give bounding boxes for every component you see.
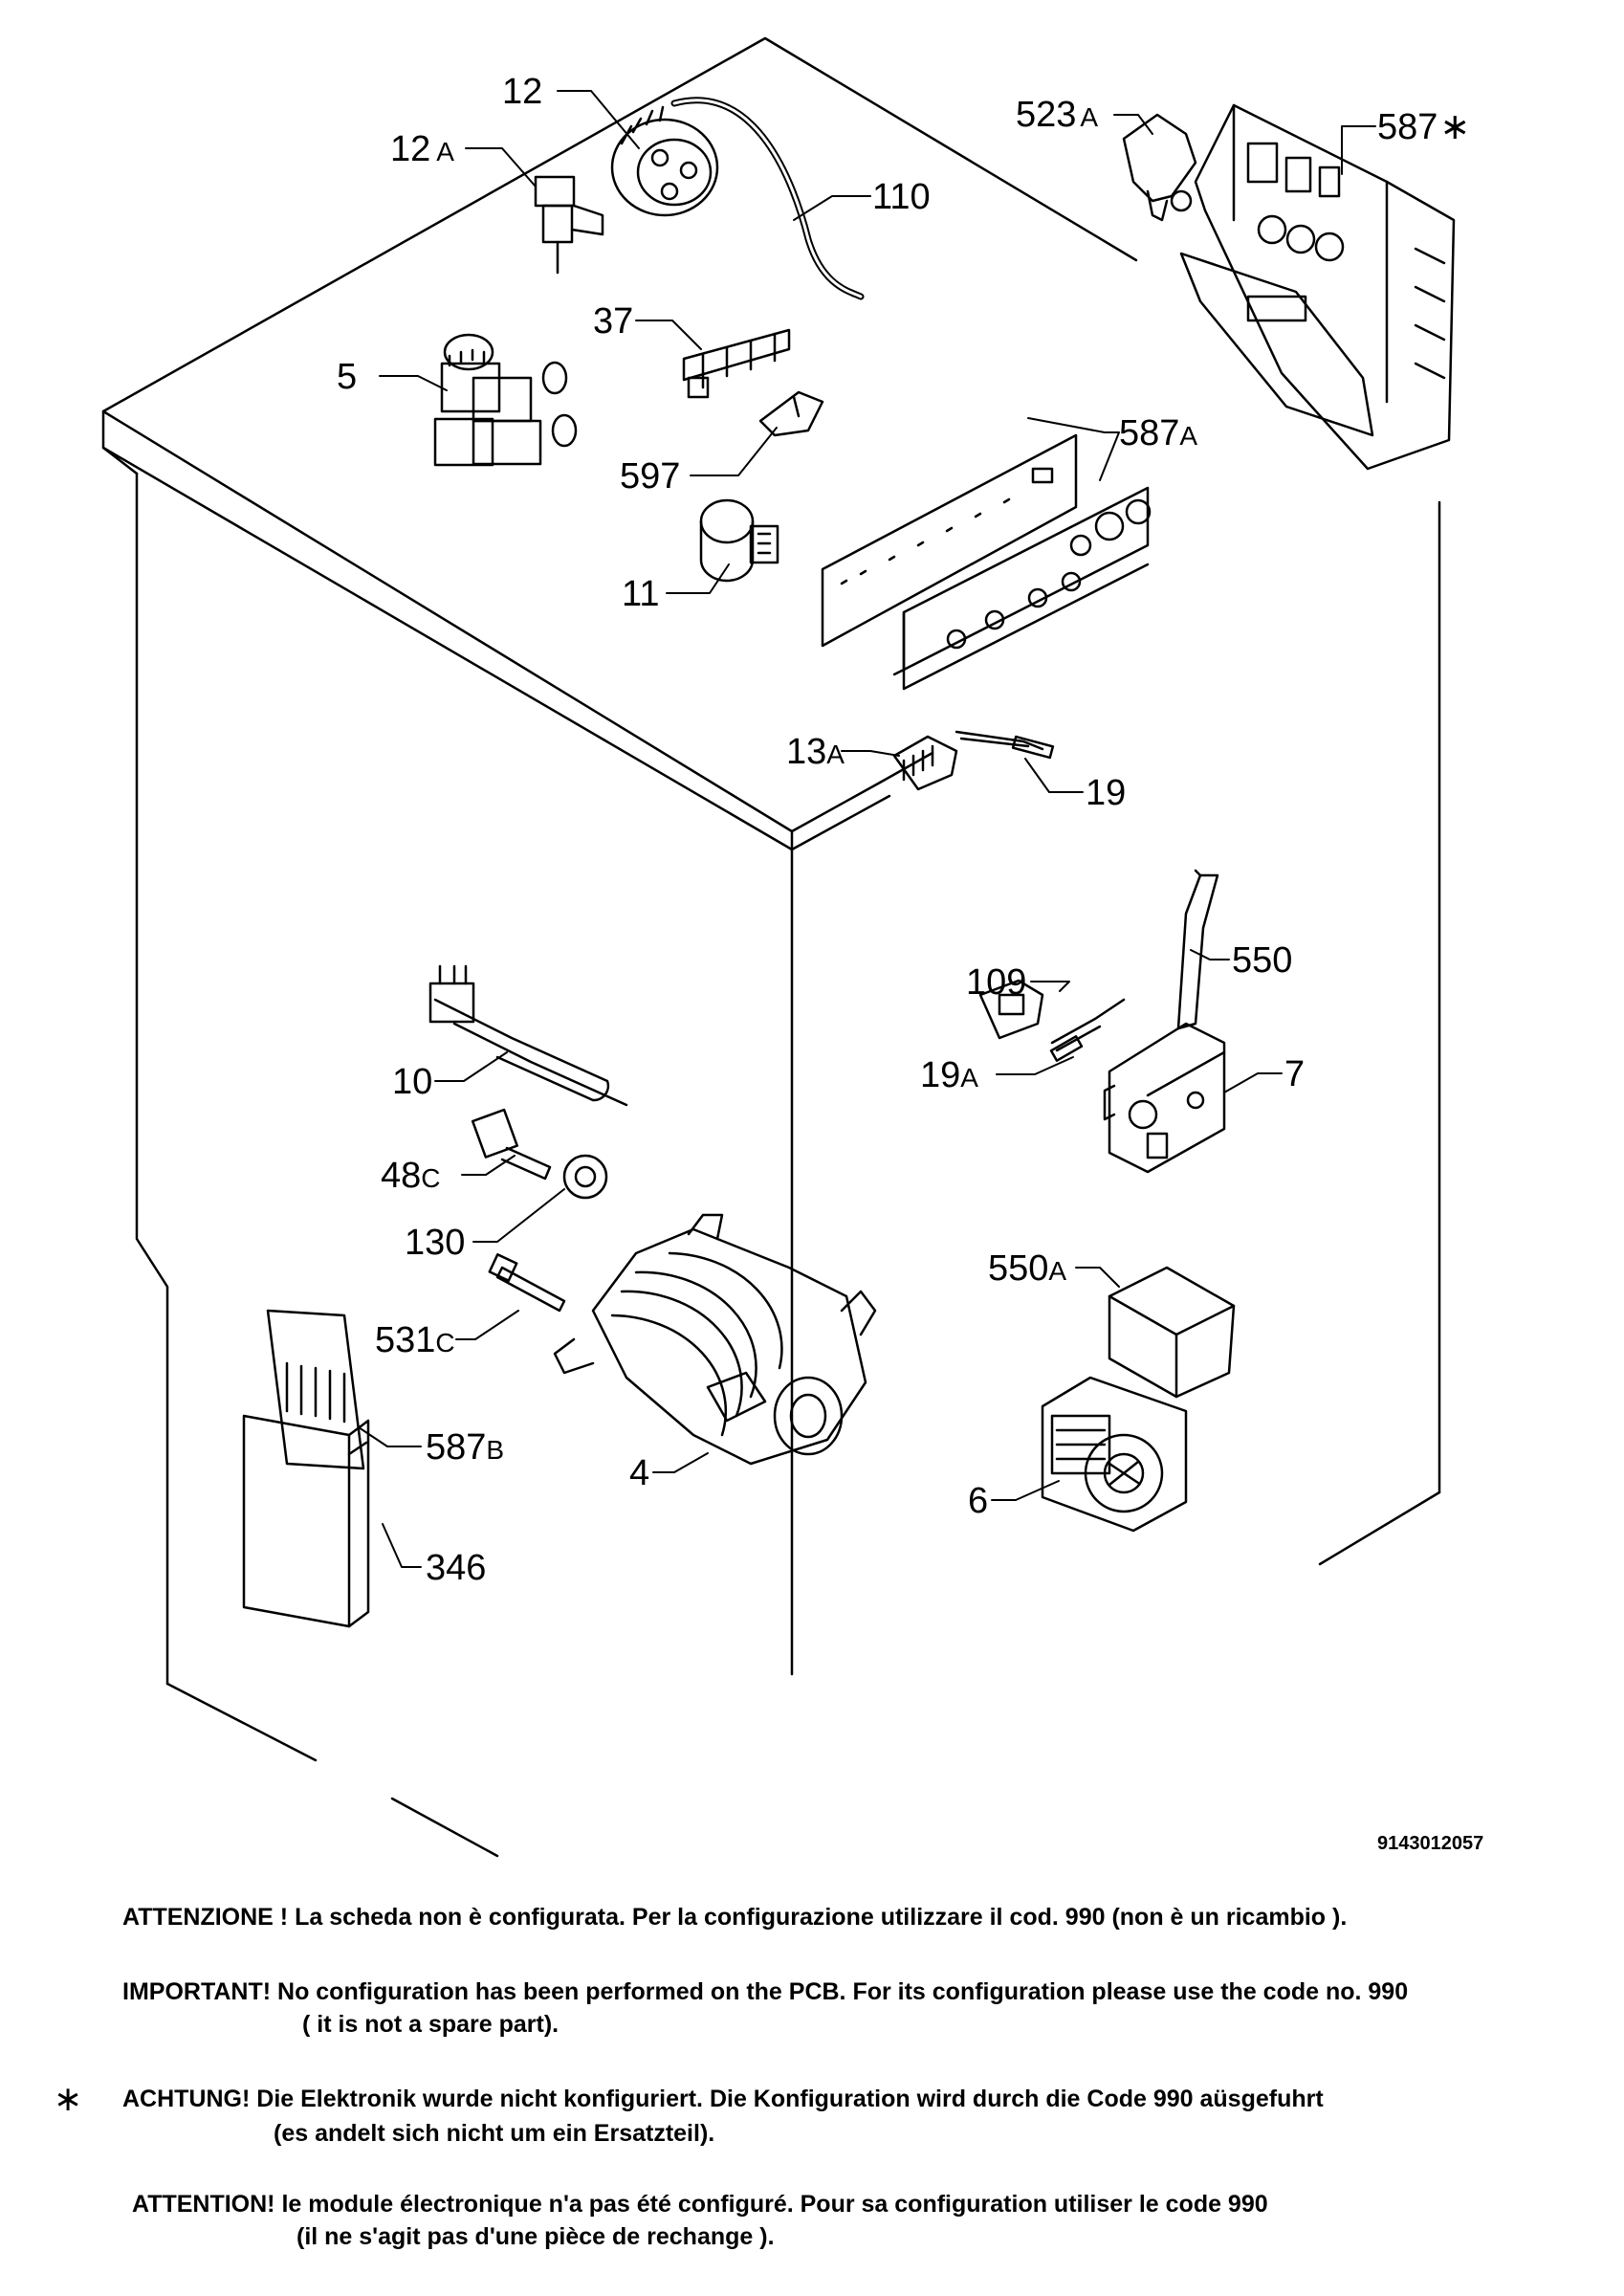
part-13A-connector	[892, 735, 958, 791]
part-12A-switch	[534, 175, 604, 275]
label-part-48C: 48C	[381, 1156, 441, 1196]
label-part-587A: 587A	[1119, 413, 1197, 453]
note-french-line2: (il ne s'agit pas d'une pièce de rechang…	[296, 2223, 775, 2250]
part-6-pump	[1041, 1376, 1188, 1533]
label-part-5: 5	[337, 357, 357, 397]
drawing-number: 9143012057	[1377, 1833, 1484, 1854]
part-346-holder	[242, 1414, 370, 1628]
part-587-pcb	[1179, 103, 1456, 471]
note-french-line1: ATTENTION! le module électronique n'a pa…	[132, 2191, 1268, 2218]
label-part-6: 6	[968, 1481, 988, 1521]
part-587A-control-panel	[821, 433, 1152, 691]
label-part-346: 346	[426, 1548, 486, 1588]
part-550-lever	[1176, 869, 1219, 1030]
label-part-4: 4	[629, 1453, 649, 1493]
asterisk-marker: ∗	[54, 2080, 83, 2119]
part-48C-sensor	[471, 1108, 552, 1181]
label-part-7: 7	[1284, 1054, 1305, 1094]
part-587B-card	[266, 1309, 365, 1470]
note-italian-line1: ATTENZIONE ! La scheda non è configurata…	[122, 1904, 1348, 1931]
cabinet-outline	[101, 36, 1441, 1858]
note-english-line1: IMPORTANT! No configuration has been per…	[122, 1978, 1409, 2005]
label-part-550: 550	[1232, 940, 1292, 981]
part-19A-sensor	[1049, 998, 1126, 1062]
label-part-109: 109	[966, 962, 1026, 1003]
label-part-19A: 19A	[920, 1055, 978, 1095]
part-550A-cover	[1108, 1266, 1236, 1399]
label-part-10: 10	[392, 1062, 432, 1102]
label-part-37: 37	[593, 301, 633, 342]
part-12-pressure-switch	[610, 105, 719, 217]
part-597-clip	[758, 390, 824, 437]
leader-lines	[358, 90, 1376, 1568]
part-523A-knob	[1122, 113, 1197, 222]
part-11-capacitor	[699, 498, 779, 583]
note-german-line1: ACHTUNG! Die Elektronik wurde nicht konf…	[122, 2086, 1324, 2112]
part-531C-bolt	[488, 1253, 566, 1313]
part-37-terminal-block	[682, 328, 791, 399]
label-part-587-star: 587∗	[1377, 107, 1470, 147]
part-10-heater	[428, 964, 628, 1107]
label-part-19: 19	[1086, 773, 1126, 813]
part-7-door-lock	[1103, 1022, 1226, 1174]
label-part-12: 12	[502, 72, 542, 112]
label-part-550A: 550A	[988, 1248, 1066, 1289]
label-part-13A: 13A	[786, 732, 845, 772]
part-110-hose	[670, 97, 865, 300]
part-19-sensor	[955, 730, 1055, 760]
label-part-587B: 587B	[426, 1427, 504, 1468]
note-english-line2: ( it is not a spare part).	[302, 2011, 560, 2038]
part-109-cover	[978, 979, 1044, 1040]
part-130-gear	[562, 1154, 608, 1200]
part-4-motor	[553, 1213, 877, 1466]
label-part-531C: 531C	[375, 1320, 455, 1360]
label-part-110: 110	[872, 177, 931, 217]
label-part-597: 597	[620, 456, 680, 497]
note-german-line2: (es andelt sich nicht um ein Ersatzteil)…	[274, 2120, 715, 2147]
label-part-11: 11	[622, 574, 659, 614]
part-5-inlet-valve	[433, 333, 578, 467]
label-part-130: 130	[405, 1223, 465, 1263]
